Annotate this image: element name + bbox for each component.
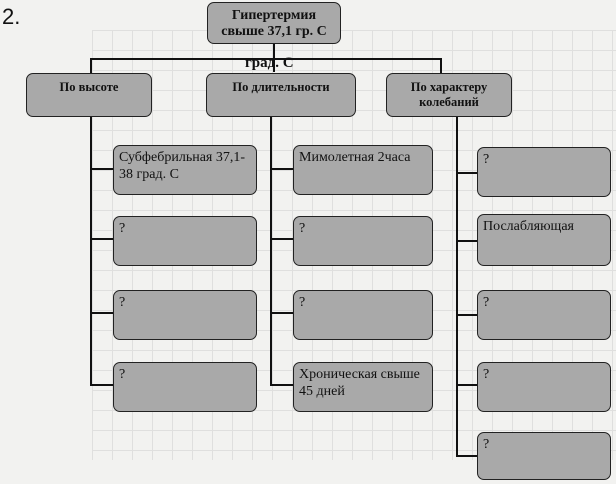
connector-cat1-up [90, 58, 92, 74]
connector-col2-vertical [270, 117, 272, 385]
item-unknown: ? [113, 216, 257, 266]
item-unknown: ? [113, 362, 257, 412]
connector-col3-item3 [456, 314, 478, 316]
connector-col3-item1 [456, 172, 478, 174]
connector-col2-item2 [270, 238, 294, 240]
connector-col2-item3 [270, 312, 294, 314]
connector-col2-item1 [270, 168, 294, 170]
item-fleeting: Мимолетная 2часа [293, 145, 433, 195]
category-by-duration: По длительности [206, 73, 356, 117]
connector-col1-item3 [90, 312, 114, 314]
category-by-height: По высоте [26, 73, 152, 117]
item-unknown: ? [477, 147, 611, 197]
connector-col2-item4 [270, 384, 294, 386]
connector-col1-item2 [90, 238, 114, 240]
item-remittent: Послабляющая [477, 214, 611, 266]
item-chronic: Хроническая свыше 45 дней [293, 362, 433, 412]
connector-col3-item5 [456, 455, 478, 457]
connector-col3-item2 [456, 240, 478, 242]
category-title: По длительности [232, 80, 330, 94]
connector-col1-vertical [90, 117, 92, 385]
item-unknown: ? [477, 290, 611, 340]
root-box-hyperthermia: Гипертермия свыше 37,1 гр. С [207, 2, 341, 44]
connector-col3-vertical [456, 117, 458, 457]
task-number: 2. [2, 4, 21, 29]
connector-col1-item1 [90, 168, 114, 170]
connector-col1-item4 [90, 384, 114, 386]
category-title-line1: По характеру [410, 80, 488, 94]
item-subfebrile: Субфебрильная 37,1-38 град. С [113, 145, 257, 195]
item-unknown: ? [113, 290, 257, 340]
category-title: По высоте [59, 80, 119, 94]
item-unknown: ? [477, 362, 611, 412]
category-by-fluctuation: По характеру колебаний [386, 73, 512, 117]
root-subtitle: свыше 37,1 гр. С [221, 24, 327, 39]
connector-top-horizontal [90, 58, 440, 60]
item-unknown: ? [477, 432, 611, 480]
connector-col3-item4 [456, 384, 478, 386]
connector-cat3-up [440, 58, 442, 74]
root-title: Гипертермия [231, 8, 317, 23]
item-unknown: ? [293, 290, 433, 340]
item-unknown: ? [293, 216, 433, 266]
category-title-line2: колебаний [419, 95, 479, 109]
